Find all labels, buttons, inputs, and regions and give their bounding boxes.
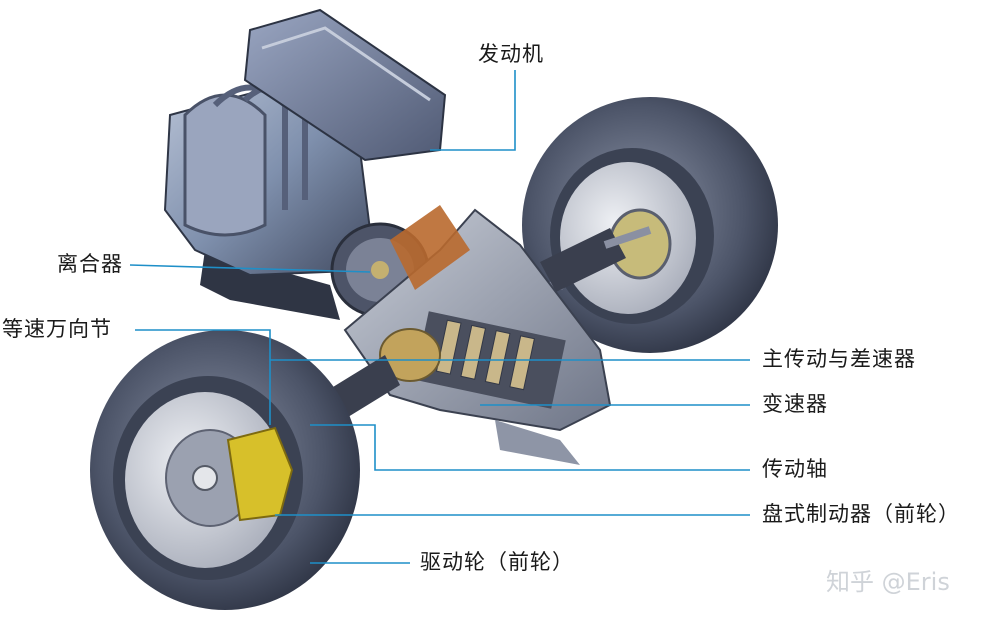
leader-lines [129,70,750,564]
front-wheel [90,330,360,610]
label-gearbox: 变速器 [762,392,828,416]
brake-caliper [226,426,294,522]
label-drive-shaft: 传动轴 [762,457,828,481]
label-disc-brake: 盘式制动器（前轮） [762,502,960,526]
leader-engine [430,70,516,151]
clutch-center [371,261,389,279]
label-cv-joint: 等速万向节 [2,317,112,341]
leader-drive-shaft [310,424,750,471]
gearbox-mount [495,420,580,465]
differential [379,328,441,382]
leader-cv-joint [135,329,271,425]
right-cv-boot [540,228,626,292]
leader-clutch [129,264,371,273]
right-wheel [522,97,778,353]
label-drive-wheel: 驱动轮（前轮） [420,550,574,574]
intake-runner-1 [183,93,267,237]
label-final-drive: 主传动与差速器 [762,347,916,371]
label-clutch: 离合器 [57,252,123,276]
wheel-hub [192,465,218,491]
watermark: 知乎 @Eris [826,568,950,596]
label-engine: 发动机 [478,42,544,66]
engine [163,8,447,320]
housing-cutaway [390,205,470,290]
